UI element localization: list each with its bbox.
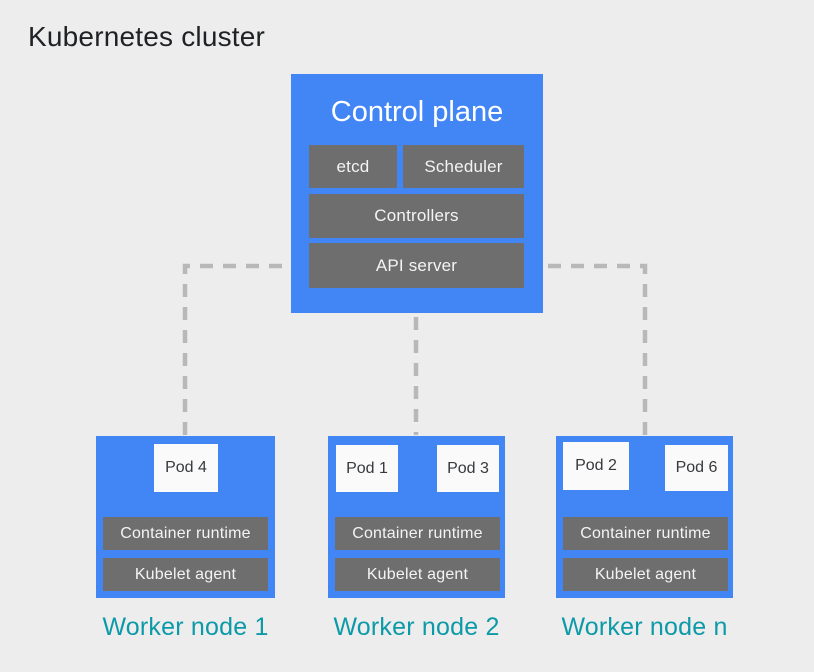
container-runtime-box: Container runtime [103, 517, 268, 550]
api-server-box: API server [309, 243, 524, 288]
pod-box: Pod 6 [665, 445, 728, 491]
pod-box: Pod 1 [336, 445, 398, 492]
kubelet-agent-box: Kubelet agent [563, 558, 728, 591]
worker-node-2-box: Pod 1 Pod 3 Container runtime Kubelet ag… [328, 436, 505, 598]
worker-node-1-box: Pod 4 Container runtime Kubelet agent [96, 436, 275, 598]
pod-box: Pod 3 [437, 445, 499, 492]
scheduler-box: Scheduler [403, 145, 524, 188]
etcd-box: etcd [309, 145, 397, 188]
pod-box: Pod 4 [154, 444, 218, 492]
worker-node-1-label: Worker node 1 [102, 613, 269, 641]
kubelet-agent-box: Kubelet agent [335, 558, 500, 591]
diagram-title: Kubernetes cluster [28, 21, 266, 52]
control-plane-title: Control plane [330, 96, 504, 128]
control-plane-box: Control plane etcd Scheduler Controllers… [291, 74, 543, 313]
worker-node-n-label: Worker node n [561, 613, 728, 641]
controllers-box: Controllers [309, 194, 524, 238]
worker-node-n-box: Pod 2 Pod 6 Container runtime Kubelet ag… [556, 436, 733, 598]
dashed-connector-left [182, 263, 291, 435]
container-runtime-box: Container runtime [563, 517, 728, 550]
dashed-connector-right [543, 263, 648, 435]
container-runtime-box: Container runtime [335, 517, 500, 550]
pod-box: Pod 2 [563, 442, 629, 490]
kubelet-agent-box: Kubelet agent [103, 558, 268, 591]
worker-node-2-label: Worker node 2 [333, 613, 500, 641]
